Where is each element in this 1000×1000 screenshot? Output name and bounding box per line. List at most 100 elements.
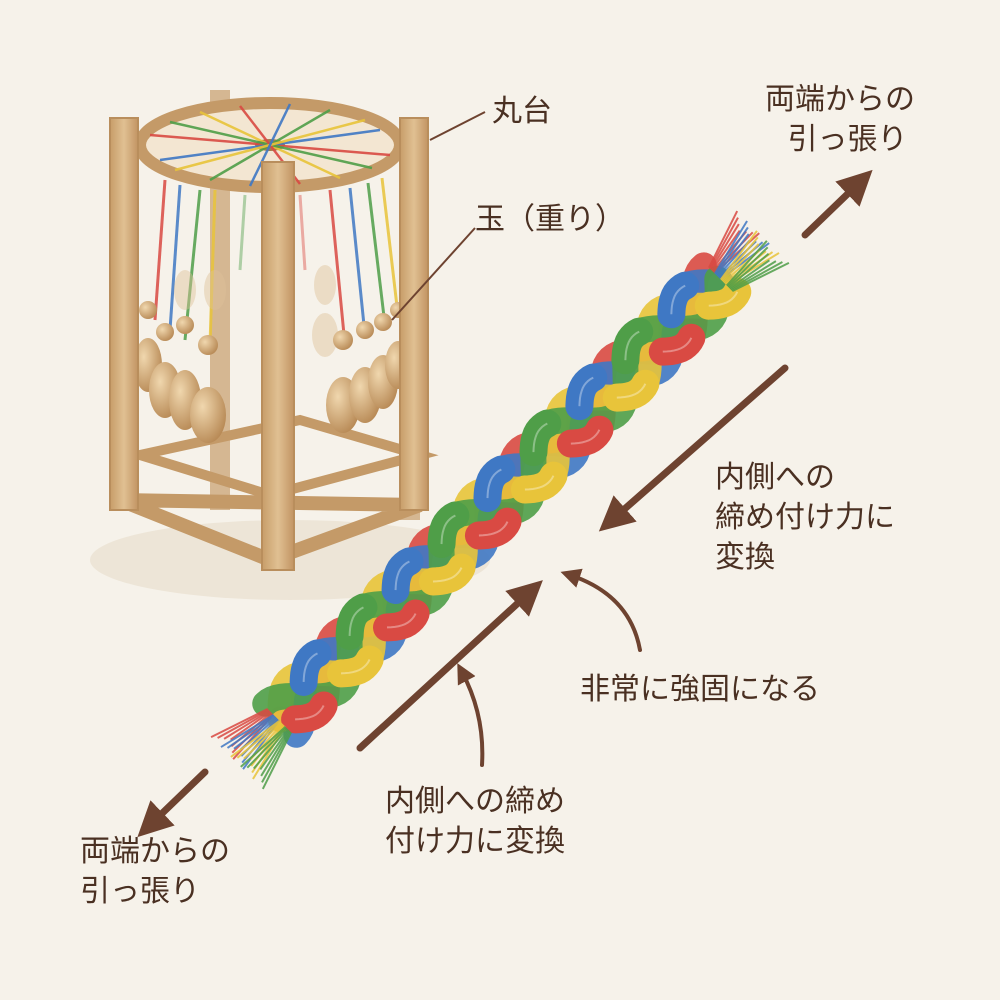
tama-leader-line [391, 227, 476, 321]
braid-fiber-highlight [670, 284, 686, 315]
braid-fray-fiber [223, 709, 271, 740]
braid-fiber-highlight [570, 429, 601, 445]
label-tama-text: 玉（重り） [475, 202, 625, 237]
braid-fiber-highlight [624, 330, 640, 361]
braid-crossing [602, 369, 660, 412]
label-pull-top-line1: 両端からの [765, 82, 915, 117]
braid [210, 210, 790, 790]
braid-fiber-highlight [440, 514, 456, 545]
braid-crossing [694, 277, 752, 320]
braid-fray-fiber [726, 246, 769, 288]
hanging-threads [153, 177, 400, 346]
braid-fiber-highlight [486, 468, 502, 499]
braid-fiber-highlight [662, 337, 693, 353]
braid-fray-fiber [720, 236, 759, 282]
braid-fray-fiber [243, 721, 283, 760]
braid-fray-fiber [253, 727, 289, 770]
braid-fray-fiber [259, 728, 290, 770]
braid-fray-fiber [261, 730, 292, 783]
braid-fray-fiber [710, 230, 741, 272]
braid-fray-fiber [725, 240, 768, 287]
braid-fiber-highlight [432, 567, 463, 583]
label-inward-bottom: 内側への締め 付け力に変換 [385, 782, 565, 862]
braid-fray-fiber [708, 210, 739, 269]
braid-crossing [556, 415, 614, 458]
braid-fiber-highlight [708, 291, 739, 307]
braid-body [210, 210, 790, 790]
pull-arrow-bottom [137, 768, 209, 838]
braid-crossing [281, 691, 338, 734]
braid-fray-fiber [217, 708, 270, 739]
disc-threads [149, 103, 391, 187]
pull-arrow-top [801, 169, 873, 239]
braid-fray-fiber [714, 226, 749, 276]
label-pull-bottom: 両端からの 引っ張り [80, 832, 230, 912]
braid-crossing [519, 409, 562, 467]
front-post-right [399, 117, 429, 511]
braid-fiber-highlight [524, 475, 555, 491]
label-pull-bottom-line2: 引っ張り [80, 874, 200, 909]
braid-fiber-highlight [394, 560, 410, 591]
label-tama: 玉（重り） [475, 200, 625, 240]
label-inward-bottom-line1: 内側への締め [385, 784, 565, 819]
marudai-leader-line [429, 111, 486, 141]
back-bobbins [174, 265, 338, 357]
braid-fray-fiber [730, 261, 783, 292]
braid-crossing [473, 455, 516, 513]
braid-fray-fiber [729, 260, 777, 291]
braid-crossing [335, 593, 378, 650]
braid-fray-fiber [220, 713, 275, 748]
braid-crossing [565, 363, 608, 421]
braid-fiber-highlight [616, 383, 647, 399]
braid-fiber-highlight [578, 376, 594, 407]
braid-crossing [648, 323, 706, 366]
inward-arrow-left [356, 580, 543, 752]
braid-crossing [381, 547, 424, 605]
braid-crossing [373, 599, 430, 642]
braid-fray-fiber [719, 230, 758, 281]
label-strong-text: 非常に強固になる [580, 672, 820, 707]
braid-fray-fiber [246, 726, 288, 769]
braid-crossing [657, 271, 700, 329]
braid-fray-fiber [727, 253, 770, 289]
curved-arrow-strong [560, 568, 642, 652]
curved-arrows [457, 568, 642, 767]
label-inward-right-line2: 締め付け力に [715, 500, 895, 535]
label-strong: 非常に強固になる [580, 670, 820, 710]
braid-fray-fiber [240, 725, 287, 768]
braid-crossing [327, 645, 384, 688]
label-inward-right: 内側への 締め付け力に 変換 [715, 458, 895, 578]
braid-crossing [289, 639, 332, 696]
arrows [137, 169, 873, 838]
label-marudai: 丸台 [492, 92, 552, 132]
braid-fray-fiber [721, 243, 760, 283]
label-inward-right-line1: 内側への [715, 460, 835, 495]
braid-fray-fiber [261, 731, 292, 790]
braid-fiber-highlight [532, 422, 548, 453]
braid-fray-fiber [715, 233, 750, 277]
label-inward-right-line3: 変換 [715, 540, 775, 575]
front-post-center [261, 161, 295, 571]
braid-crossing [464, 507, 522, 550]
braid-crossing [427, 501, 470, 559]
front-post-left [109, 117, 139, 511]
braid-fiber-highlight [478, 521, 509, 537]
braid-fray-fiber [731, 261, 790, 292]
label-pull-top-line2: 引っ張り [787, 122, 908, 157]
braid-fray-fiber [260, 729, 291, 777]
inward-arrow-right [598, 364, 789, 532]
bobbins [134, 301, 411, 443]
label-pull-bottom-line1: 両端からの [80, 834, 230, 869]
braid-fray-fiber [708, 217, 739, 270]
braid-fiber-highlight [340, 659, 371, 675]
braid-fiber-highlight [348, 606, 364, 637]
braid-fray-fiber [230, 719, 281, 758]
braid-fray-fiber [233, 715, 277, 750]
braid-crossing [510, 461, 568, 504]
label-marudai-text: 丸台 [492, 94, 552, 129]
braid-fray-fiber [226, 714, 276, 749]
braid-fray-fiber [728, 259, 770, 290]
braid-fiber-highlight [386, 613, 417, 629]
braid-fray-fiber [230, 710, 272, 741]
